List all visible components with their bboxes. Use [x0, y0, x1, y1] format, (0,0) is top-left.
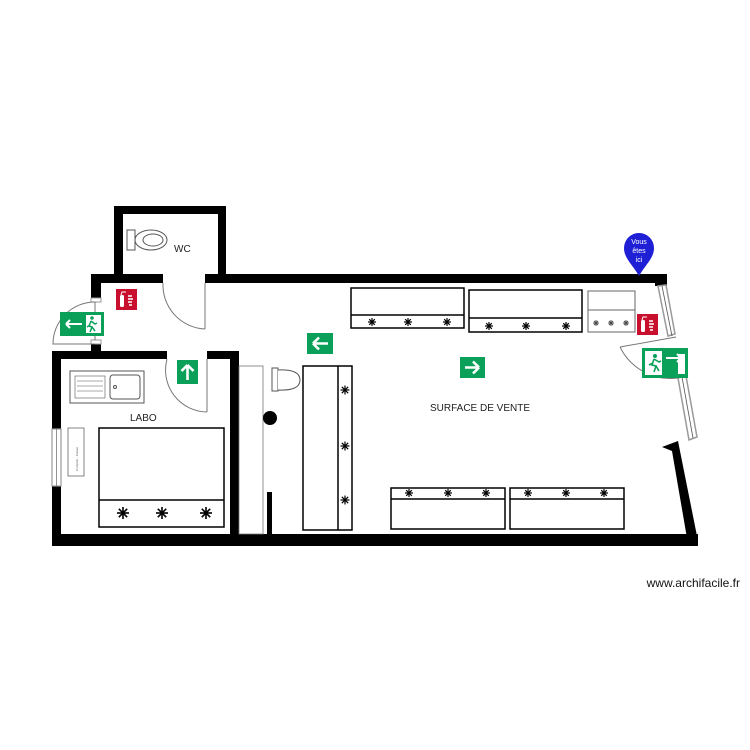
labo-wall-top-left — [52, 351, 167, 359]
snow-icon — [608, 320, 614, 326]
right-wall-top-corner — [655, 274, 667, 286]
snow-icon — [404, 318, 412, 326]
snow-icon — [340, 495, 350, 505]
labo-window — [51, 428, 62, 487]
hand-basin-back — [271, 367, 279, 392]
sink-drainer — [74, 375, 106, 399]
marker-line-3: ici — [636, 257, 643, 264]
top-display-3-body — [587, 290, 636, 333]
wc-label: WC — [174, 244, 191, 255]
marker-line-2: êtes — [632, 248, 646, 255]
labo-fridge-stars — [117, 507, 212, 519]
location-pin-shape — [624, 233, 654, 276]
wc-door — [162, 282, 206, 330]
snow-icon — [600, 489, 608, 497]
wc-wall-right — [218, 206, 226, 282]
round-column — [263, 411, 277, 425]
snow-icon — [593, 320, 599, 326]
labo-wall-right — [230, 351, 239, 546]
right-wall-lower — [662, 441, 698, 544]
sink-counter — [69, 370, 145, 404]
snow-icon — [340, 441, 350, 451]
labo-counter: Comptoir - Caisse — [67, 427, 85, 477]
wc-door-swing — [162, 282, 206, 330]
sink-drain — [113, 385, 117, 389]
vertical-display-stars — [340, 385, 350, 505]
labo-wall-left-upper — [52, 351, 61, 429]
snow-icon — [444, 489, 452, 497]
left-door-jamb-top — [90, 297, 102, 303]
wc-wall-left — [114, 206, 123, 282]
arrow-left-icon — [307, 333, 333, 354]
snow-icon — [623, 320, 629, 326]
snow-icon — [562, 322, 570, 330]
location-pin-icon: Vous êtes ici — [624, 233, 654, 276]
labo-door-swing — [165, 358, 208, 413]
snow-icon — [405, 489, 413, 497]
right-window-line-2 — [681, 376, 694, 439]
emergency-exit-icon — [642, 348, 688, 378]
arrow-right-icon — [460, 357, 485, 378]
emergency-exit-icon — [60, 312, 104, 336]
top-display-stars — [368, 318, 570, 330]
sales-column — [267, 492, 272, 534]
labo-door — [165, 358, 208, 413]
main-wall-top-right — [205, 274, 662, 283]
main-wall-top-left — [91, 274, 163, 283]
hand-basin — [271, 367, 301, 392]
wc-wall-top — [114, 206, 226, 214]
fire-extinguisher-icon — [116, 289, 137, 310]
left-door-jamb-bottom — [90, 339, 102, 345]
hand-basin-bowl — [277, 369, 301, 391]
snow-icon — [485, 322, 493, 330]
sink-basin — [109, 374, 141, 400]
bottom-display-stars — [405, 489, 608, 497]
left-wall-upper — [91, 274, 101, 298]
snow-icon — [562, 489, 570, 497]
snow-icon — [482, 489, 490, 497]
snow-icon — [443, 318, 451, 326]
arrow-up-icon — [177, 360, 198, 384]
small-display-stars — [593, 320, 629, 326]
top-display-3 — [587, 290, 636, 333]
labo-wall-left-lower — [52, 486, 61, 546]
toilet-seat — [142, 233, 164, 247]
labo-wall-top-right — [207, 351, 239, 359]
snow-icon — [156, 507, 168, 519]
snow-icon — [117, 507, 129, 519]
toilet — [126, 229, 168, 251]
snow-icon — [524, 489, 532, 497]
surface-label: SURFACE DE VENTE — [430, 403, 530, 414]
right-window-line-1 — [661, 285, 673, 337]
right-door-leaf — [619, 336, 677, 348]
walls — [52, 206, 698, 546]
back-counter — [238, 365, 264, 535]
snow-icon — [200, 507, 212, 519]
marker-line-1: Vous — [631, 239, 647, 246]
toilet-tank — [126, 229, 136, 251]
labo-counter-label: Comptoir - Caisse — [75, 447, 79, 471]
snow-icon — [522, 322, 530, 330]
fire-extinguisher-icon — [637, 314, 658, 335]
labo-label: LABO — [130, 413, 157, 424]
labo-counter-frame — [67, 427, 85, 477]
snow-icon — [340, 385, 350, 395]
main-wall-bottom — [52, 534, 698, 546]
watermark: www.archifacile.fr — [646, 576, 740, 590]
snow-icon — [368, 318, 376, 326]
